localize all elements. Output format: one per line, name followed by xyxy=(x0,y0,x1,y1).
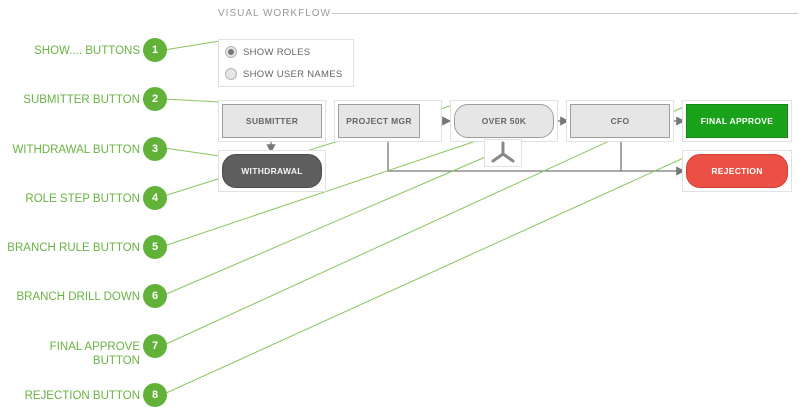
legend-label-8: REJECTION BUTTON xyxy=(24,390,140,402)
legend-label-3: WITHDRAWAL BUTTON xyxy=(12,144,140,156)
show-roles-option[interactable]: SHOW ROLES xyxy=(225,42,310,62)
withdrawal-button[interactable]: WITHDRAWAL xyxy=(222,154,322,188)
legend-label-2: SUBMITTER BUTTON xyxy=(23,94,140,106)
legend-badge-1: 1 xyxy=(143,38,167,62)
legend-label-7: FINAL APPROVE BUTTON xyxy=(49,341,140,367)
legend-label-1: SHOW.... BUTTONS xyxy=(34,45,140,57)
legend-label-5: BRANCH RULE BUTTON xyxy=(7,242,140,254)
view-toggle-panel: SHOW ROLES SHOW USER NAMES xyxy=(218,39,354,87)
connector-projectmgr-rejection xyxy=(387,138,686,176)
legend-label-4: ROLE STEP BUTTON xyxy=(25,193,140,205)
rejection-button[interactable]: REJECTION xyxy=(686,154,788,188)
show-roles-label: SHOW ROLES xyxy=(243,46,311,58)
callout-leaders xyxy=(163,40,691,395)
legend-badge-3: 3 xyxy=(143,137,167,161)
legend-badge-4: 4 xyxy=(143,186,167,210)
legend-label-6: BRANCH DRILL DOWN xyxy=(16,291,140,303)
legend-badge-8: 8 xyxy=(143,383,167,407)
final-approve-button[interactable]: FINAL APPROVE xyxy=(686,104,788,138)
legend-badge-2: 2 xyxy=(143,87,167,111)
branch-drill-icon[interactable] xyxy=(488,141,518,165)
role-step-button[interactable]: PROJECT MGR xyxy=(338,104,420,138)
legend-badge-7: 7 xyxy=(143,334,167,358)
legend-badge-6: 6 xyxy=(143,284,167,308)
header-divider xyxy=(332,13,798,14)
cfo-role-step-button[interactable]: CFO xyxy=(570,104,670,138)
submitter-button[interactable]: SUBMITTER xyxy=(222,104,322,138)
show-user-names-label: SHOW USER NAMES xyxy=(243,68,343,80)
branch-rule-button[interactable]: OVER 50K xyxy=(454,104,554,138)
section-title: VISUAL WORKFLOW xyxy=(218,8,331,19)
show-roles-radio[interactable] xyxy=(225,46,237,58)
show-user-names-radio[interactable] xyxy=(225,68,237,80)
legend-badge-5: 5 xyxy=(143,235,167,259)
show-user-names-option[interactable]: SHOW USER NAMES xyxy=(225,64,343,84)
